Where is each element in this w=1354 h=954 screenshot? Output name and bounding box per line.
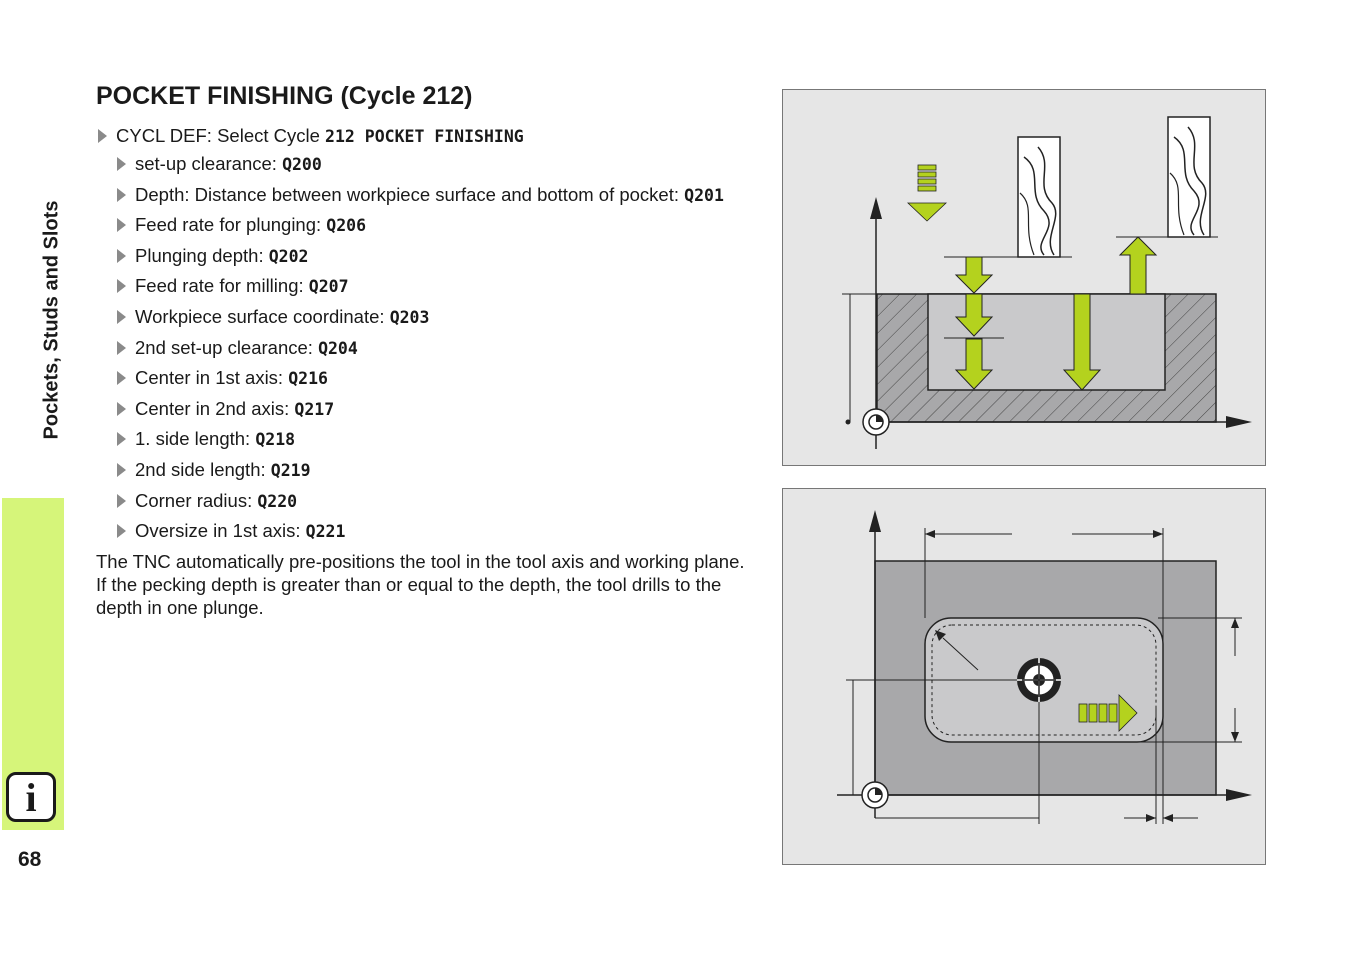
- datum-fill-icon: [876, 415, 883, 422]
- parameter-label: Feed rate for plunging:: [135, 214, 327, 236]
- parameter-label: 1. side length:: [135, 428, 256, 450]
- info-icon[interactable]: i: [6, 772, 56, 822]
- parameter-code: Q203: [389, 307, 430, 327]
- dim-arrow-left-icon: [925, 530, 935, 538]
- parameter-code: Q207: [308, 277, 349, 297]
- corner-radius-arrow-icon: [935, 630, 946, 641]
- oversize-arrow-right-icon: [1163, 814, 1173, 822]
- parameter-item: 2nd side length: Q219: [96, 458, 756, 482]
- milling-cutter-icon: [1017, 658, 1061, 702]
- parameter-item: Center in 2nd axis: Q217: [96, 397, 756, 421]
- plunge-arrow-2-icon: [954, 293, 994, 337]
- plunge-arrow-1-icon: [954, 256, 994, 294]
- finish-depth-arrow-icon: [1062, 293, 1102, 391]
- y-axis-arrowhead: [869, 510, 881, 532]
- bullet-triangle-icon: [117, 401, 126, 416]
- parameter-label: Feed rate for milling:: [135, 275, 309, 297]
- bullet-triangle-icon: [117, 309, 126, 324]
- parameter-label: Center in 1st axis:: [135, 367, 289, 389]
- description-paragraph: The TNC automatically pre-positions the …: [96, 550, 745, 618]
- cycle-def-text: CYCL DEF: Select Cycle: [116, 125, 326, 146]
- bullet-triangle-icon: [117, 432, 126, 447]
- dim-arrow-top-icon: [1231, 618, 1239, 628]
- bullet-triangle-icon: [117, 371, 126, 386]
- parameter-code: Q218: [255, 430, 296, 450]
- cycle-def-code: 212 POCKET FINISHING: [325, 127, 524, 146]
- end-mill-retracted-icon: [1167, 116, 1211, 238]
- parameter-item: Oversize in 1st axis: Q221: [96, 519, 756, 543]
- x-axis-arrowhead: [1226, 789, 1252, 801]
- chapter-title: Pockets, Studs and Slots: [40, 200, 63, 440]
- corner-radius-dimension: [942, 637, 979, 671]
- parameter-item: Center in 1st axis: Q216: [96, 366, 756, 390]
- parameter-code: Q216: [288, 369, 328, 389]
- parameter-item: Feed rate for milling: Q207: [96, 274, 756, 298]
- parameter-item: Plunging depth: Q202: [96, 244, 756, 268]
- datum-dot: [845, 419, 851, 425]
- feed-direction-icon: [1078, 694, 1138, 732]
- parameter-label: Center in 2nd axis:: [135, 397, 295, 419]
- parameter-label: 2nd set-up clearance:: [135, 336, 319, 358]
- side-view-figure: [782, 89, 1266, 466]
- working-axis-arrowhead: [1226, 416, 1252, 428]
- parameter-code: Q206: [326, 216, 367, 236]
- bullet-triangle-icon: [117, 493, 126, 508]
- dim-arrow-bottom-icon: [1231, 732, 1239, 742]
- parameter-label: Corner radius:: [135, 489, 258, 511]
- parameter-code: Q217: [294, 399, 335, 419]
- parameter-label: 2nd side length:: [135, 458, 271, 480]
- parameter-item: set-up clearance: Q200: [96, 152, 756, 176]
- retract-arrow-icon: [1118, 236, 1158, 295]
- parameter-item: Feed rate for plunging: Q206: [96, 213, 756, 237]
- parameter-item: Workpiece surface coordinate: Q203: [96, 305, 756, 329]
- parameter-label: Depth: Distance between workpiece surfac…: [135, 183, 685, 205]
- parameter-item: 1. side length: Q218: [96, 427, 756, 451]
- feed-indicator-icon: [906, 164, 948, 222]
- parameter-code: Q202: [268, 246, 309, 266]
- parameter-code: Q219: [270, 460, 311, 480]
- bullet-triangle-icon: [117, 462, 126, 477]
- bullet-triangle-icon: [117, 187, 126, 202]
- parameter-item: Corner radius: Q220: [96, 489, 756, 513]
- info-icon-glyph: i: [25, 774, 37, 820]
- main-content: POCKET FINISHING (Cycle 212) CYCL DEF: S…: [96, 80, 756, 619]
- bullet-triangle-icon: [117, 248, 126, 263]
- plunge-arrow-3-icon: [954, 338, 994, 390]
- parameter-label: Oversize in 1st axis:: [135, 520, 306, 542]
- bullet-triangle-icon: [117, 218, 126, 233]
- page-number: 68: [18, 848, 42, 871]
- bullet-triangle-icon: [117, 340, 126, 355]
- parameter-label: Plunging depth:: [135, 244, 269, 266]
- parameter-code: Q200: [282, 155, 322, 174]
- parameter-item: 2nd set-up clearance: Q204: [96, 336, 756, 360]
- dim-arrow-right-icon: [1153, 530, 1163, 538]
- parameter-label: set-up clearance:: [135, 153, 283, 174]
- top-view-figure: [782, 488, 1266, 865]
- page-title: POCKET FINISHING (Cycle 212): [96, 82, 473, 110]
- tool-axis-arrowhead: [870, 197, 882, 219]
- parameter-code: Q221: [305, 522, 346, 542]
- cycle-def-line: CYCL DEF: Select Cycle 212 POCKET FINISH…: [96, 124, 756, 148]
- parameter-code: Q201: [684, 185, 724, 205]
- bullet-triangle-icon: [117, 279, 126, 294]
- datum-fill-icon: [875, 788, 882, 795]
- parameter-label: Workpiece surface coordinate:: [135, 305, 390, 327]
- bullet-triangle-icon: [117, 524, 126, 539]
- bullet-triangle-icon: [117, 157, 126, 171]
- bullet-triangle-icon: [98, 129, 107, 143]
- parameter-code: Q220: [257, 491, 298, 511]
- end-mill-tool-icon: [1017, 136, 1061, 258]
- parameter-code: Q204: [318, 338, 358, 358]
- parameter-item: Depth: Distance between workpiece surfac…: [96, 183, 756, 207]
- oversize-arrow-left-icon: [1146, 814, 1156, 822]
